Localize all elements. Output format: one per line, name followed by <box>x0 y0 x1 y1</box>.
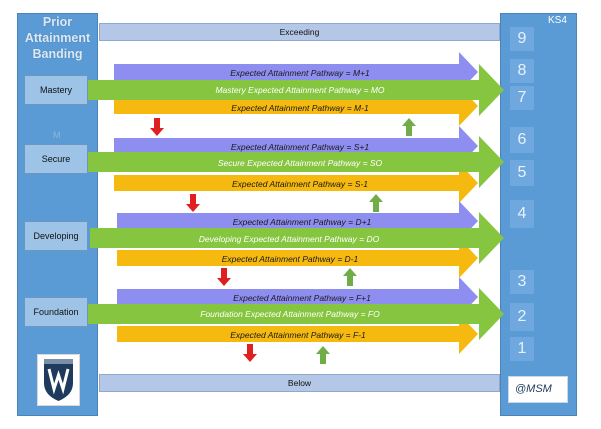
ks4-title: KS4 <box>548 15 567 26</box>
msm-logo: @MSM <box>508 376 568 403</box>
small-marker: M <box>53 130 61 140</box>
mastery-middle-label: Mastery Expected Attainment Pathway = MO <box>215 85 384 95</box>
grade-4: 4 <box>510 200 534 228</box>
foundation-middle-label: Foundation Expected Attainment Pathway =… <box>200 309 380 319</box>
band-label-secure: Secure <box>24 144 88 174</box>
developing-middle-label: Developing Expected Attainment Pathway =… <box>199 234 380 244</box>
prior-attainment-title: Prior Attainment Banding <box>24 15 91 61</box>
foundation-upper-label: Expected Attainment Pathway = F+1 <box>233 293 371 303</box>
developing-lower-label: Expected Attainment Pathway = D-1 <box>222 254 359 264</box>
band-label-mastery: Mastery <box>24 75 88 105</box>
grade-7: 7 <box>510 86 534 110</box>
grade-3: 3 <box>510 270 534 294</box>
grade-2: 2 <box>510 303 534 331</box>
foundation-lower-label: Expected Attainment Pathway = F-1 <box>230 330 366 340</box>
secure-pathways: Expected Attainment Pathway = S+1 Secure… <box>88 126 504 203</box>
mastery-lower-label: Expected Attainment Pathway = M-1 <box>231 103 369 113</box>
school-logo <box>37 354 80 406</box>
foundation-pathways: Expected Attainment Pathway = F+1 Founda… <box>88 277 504 354</box>
up-arrow-icon <box>316 346 330 364</box>
mastery-upper-label: Expected Attainment Pathway = M+1 <box>230 68 370 78</box>
grade-8: 8 <box>510 59 534 83</box>
up-arrow-icon <box>369 194 383 212</box>
down-arrow-icon <box>217 268 231 286</box>
school-crest-icon <box>44 359 73 401</box>
secure-upper-label: Expected Attainment Pathway = S+1 <box>231 142 369 152</box>
grade-5: 5 <box>510 160 534 186</box>
down-arrow-icon <box>186 194 200 212</box>
msm-logo-text: @MSM <box>515 383 552 395</box>
grade-6: 6 <box>510 127 534 153</box>
secure-lower-label: Expected Attainment Pathway = S-1 <box>232 179 368 189</box>
exceeding-bar: Exceeding <box>99 23 500 41</box>
band-label-developing: Developing <box>24 221 88 251</box>
secure-middle-label: Secure Expected Attainment Pathway = SO <box>218 158 383 168</box>
developing-upper-label: Expected Attainment Pathway = D+1 <box>233 217 372 227</box>
up-arrow-icon <box>343 268 357 286</box>
developing-pathways: Expected Attainment Pathway = D+1 Develo… <box>90 201 504 278</box>
grade-9: 9 <box>510 27 534 51</box>
down-arrow-icon <box>150 118 164 136</box>
down-arrow-icon <box>243 344 257 362</box>
up-arrow-icon <box>402 118 416 136</box>
band-label-foundation: Foundation <box>24 297 88 327</box>
below-bar: Below <box>99 374 500 392</box>
mastery-pathways: Expected Attainment Pathway = M+1 Master… <box>88 52 504 126</box>
grade-1: 1 <box>510 337 534 361</box>
